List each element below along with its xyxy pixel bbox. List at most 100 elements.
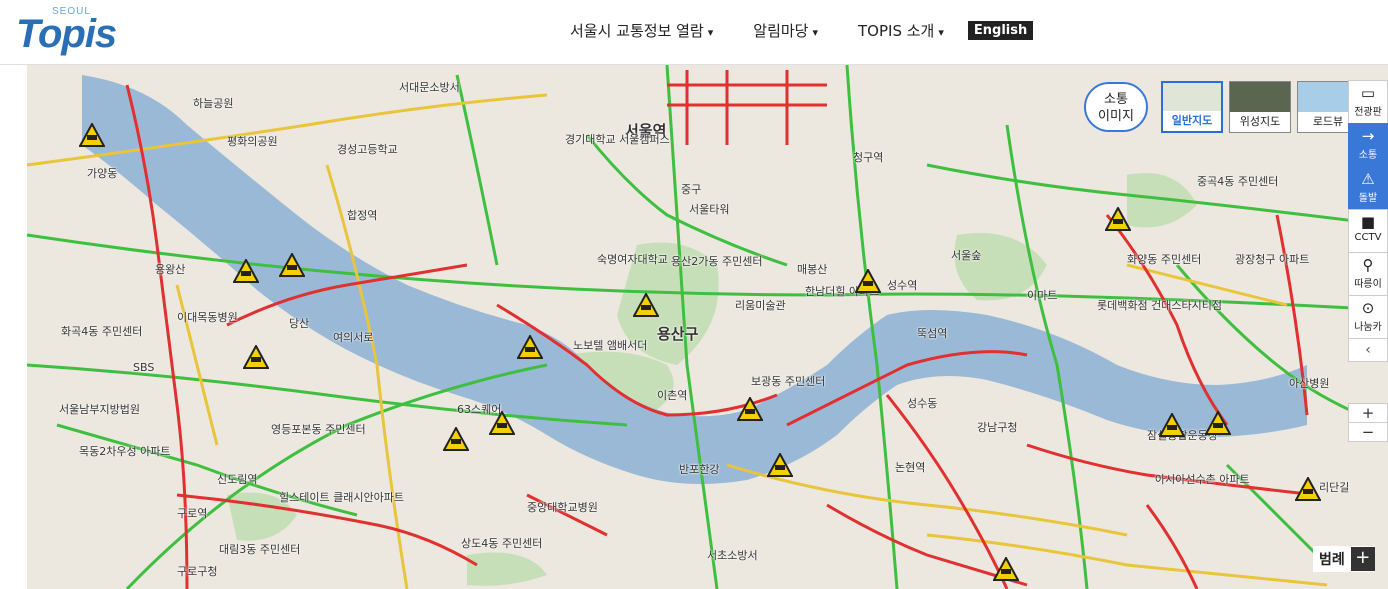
nav-notice[interactable]: 알림마당▾ bbox=[753, 20, 818, 41]
map-label: 화곡4동 주민센터 bbox=[61, 325, 143, 338]
map-label: 경기대학교 서울캠퍼스 bbox=[565, 133, 670, 146]
incident-warning-icon[interactable] bbox=[243, 345, 269, 369]
logo-seoul-text: SEOUL bbox=[52, 6, 91, 17]
map-label: 용왕산 bbox=[155, 263, 186, 276]
map-label: 합정역 bbox=[347, 209, 378, 222]
sidebar-item-car-share[interactable]: ⊙ 나눔카 bbox=[1348, 295, 1388, 339]
incident-warning-icon[interactable] bbox=[855, 269, 881, 293]
sidebar-item-label: 전광판 bbox=[1354, 107, 1382, 118]
map-type-satellite-label: 위성지도 bbox=[1230, 112, 1290, 132]
logo-topis-text: Topis bbox=[16, 12, 117, 56]
sidebar-item-traffic-flow[interactable]: → 소통 bbox=[1348, 123, 1388, 167]
main-nav: 서울시 교통정보 열람▾ 알림마당▾ TOPIS 소개▾ English bbox=[570, 20, 1034, 41]
nav-traffic-info-label: 서울시 교통정보 열람 bbox=[570, 22, 704, 40]
map-label: 논현역 bbox=[895, 461, 926, 474]
map-label: 중곡4동 주민센터 bbox=[1197, 175, 1279, 188]
map-label: 이대목동병원 bbox=[177, 311, 238, 324]
sidebar-item-label: 소통 bbox=[1358, 150, 1378, 161]
incident-warning-icon[interactable] bbox=[1159, 413, 1185, 437]
general-map-thumbnail bbox=[1163, 83, 1221, 113]
zoom-in-button[interactable]: + bbox=[1348, 403, 1388, 423]
english-button[interactable]: English bbox=[967, 21, 1034, 40]
legend-button[interactable]: 범례 + bbox=[1313, 546, 1375, 572]
sidebar-item-label: 나눔카 bbox=[1354, 322, 1382, 333]
map-label: 화양동 주민센터 bbox=[1127, 253, 1202, 266]
map-label: 강남구청 bbox=[977, 421, 1018, 434]
flow-image-button[interactable]: 소통 이미지 bbox=[1084, 82, 1148, 132]
sidebar-item-bicycle[interactable]: ⚲ 따릉이 bbox=[1348, 252, 1388, 296]
sidebar-item-label: 돌발 bbox=[1358, 193, 1378, 204]
legend-label: 범례 bbox=[1319, 552, 1345, 568]
map-label: 리움미술관 bbox=[735, 299, 786, 312]
map-type-general[interactable]: 일반지도 bbox=[1161, 81, 1223, 133]
map-label: 성수동 bbox=[907, 397, 938, 410]
map-label: 여의서로 bbox=[333, 331, 374, 344]
map-label: 63스퀘어 bbox=[457, 403, 502, 416]
plus-icon: + bbox=[1350, 547, 1375, 571]
incident-warning-icon[interactable] bbox=[489, 411, 515, 435]
map-label: 노보텔 앰배서더 bbox=[573, 339, 648, 352]
bicycle-icon: ⚲ bbox=[1362, 256, 1374, 274]
map-label: 하늘공원 bbox=[193, 97, 234, 110]
incident-warning-icon[interactable] bbox=[633, 293, 659, 317]
map-label: 이마트 bbox=[1027, 289, 1058, 302]
map-label: 서울숲 bbox=[951, 249, 982, 262]
map-label: 숙명여자대학교 bbox=[597, 253, 668, 266]
traffic-flow-icon: → bbox=[1361, 127, 1375, 145]
topis-logo[interactable]: SEOUL Topis bbox=[16, 6, 128, 58]
sidebar-item-label: 따릉이 bbox=[1354, 279, 1382, 290]
flow-image-line2: 이미지 bbox=[1098, 109, 1134, 124]
incident-icon: ⚠ bbox=[1361, 170, 1375, 188]
map-label: 영등포본동 주민센터 bbox=[271, 423, 366, 436]
incident-warning-icon[interactable] bbox=[279, 253, 305, 277]
map-type-selector: 일반지도 위성지도 로드뷰 bbox=[1161, 81, 1359, 133]
sidebar-item-cctv[interactable]: ■ CCTV bbox=[1348, 209, 1388, 253]
incident-warning-icon[interactable] bbox=[1205, 411, 1231, 435]
map-label: 상도4동 주민센터 bbox=[461, 537, 543, 550]
map-label: 이촌역 bbox=[657, 389, 688, 402]
top-header: SEOUL Topis 서울시 교통정보 열람▾ 알림마당▾ TOPIS 소개▾… bbox=[0, 0, 1388, 65]
incident-warning-icon[interactable] bbox=[233, 259, 259, 283]
sidebar-item-incident[interactable]: ⚠ 돌발 bbox=[1348, 166, 1388, 210]
map-label: 리단길 bbox=[1319, 481, 1350, 494]
sidebar-item-display-board[interactable]: ▭ 전광판 bbox=[1348, 80, 1388, 124]
map-label: 광장청구 아파트 bbox=[1235, 253, 1310, 266]
map-label: 아시아선수촌 아파트 bbox=[1155, 473, 1250, 486]
incident-warning-icon[interactable] bbox=[1295, 477, 1321, 501]
incident-warning-icon[interactable] bbox=[737, 397, 763, 421]
incident-warning-icon[interactable] bbox=[767, 453, 793, 477]
map-label: 반포한강 bbox=[679, 463, 720, 476]
zoom-control: + − bbox=[1348, 403, 1388, 442]
nav-about-topis[interactable]: TOPIS 소개▾ bbox=[858, 20, 944, 41]
map-label: 힐스테이트 클래시안아파트 bbox=[279, 491, 404, 504]
incident-warning-icon[interactable] bbox=[1105, 207, 1131, 231]
map-label: 구로역 bbox=[177, 507, 208, 520]
incident-warning-icon[interactable] bbox=[79, 123, 105, 147]
chevron-down-icon: ▾ bbox=[707, 26, 714, 39]
sidebar-collapse-button[interactable]: ‹ bbox=[1348, 338, 1388, 362]
map-label: 대림3동 주민센터 bbox=[219, 543, 301, 556]
nav-traffic-info[interactable]: 서울시 교통정보 열람▾ bbox=[570, 20, 713, 41]
incident-warning-icon[interactable] bbox=[517, 335, 543, 359]
map-label: 서울남부지방법원 bbox=[59, 403, 140, 416]
incident-warning-icon[interactable] bbox=[443, 427, 469, 451]
map-type-satellite[interactable]: 위성지도 bbox=[1229, 81, 1291, 133]
chevron-down-icon: ▾ bbox=[938, 26, 944, 39]
map-label: 아산병원 bbox=[1289, 377, 1330, 390]
zoom-out-button[interactable]: − bbox=[1348, 422, 1388, 442]
traffic-map[interactable]: 서울역 용산구 중구 이촌역 63스퀘어 여의서로 이대목동병원 당산 합정역 … bbox=[27, 65, 1388, 589]
map-label: 성수역 bbox=[887, 279, 918, 292]
map-label: 서울타워 bbox=[689, 203, 730, 216]
car-share-icon: ⊙ bbox=[1361, 299, 1375, 317]
map-canvas bbox=[27, 65, 1388, 589]
map-label: 보광동 주민센터 bbox=[751, 375, 826, 388]
map-label: 목동2차우성 아파트 bbox=[79, 445, 171, 458]
map-label: 가양동 bbox=[87, 167, 118, 180]
display-board-icon: ▭ bbox=[1360, 84, 1376, 102]
satellite-map-thumbnail bbox=[1230, 82, 1290, 112]
map-label: SBS bbox=[133, 361, 155, 374]
map-label: 서초소방서 bbox=[707, 549, 758, 562]
incident-warning-icon[interactable] bbox=[993, 557, 1019, 581]
map-label: 신도림역 bbox=[217, 473, 258, 486]
chevron-down-icon: ▾ bbox=[812, 26, 819, 39]
